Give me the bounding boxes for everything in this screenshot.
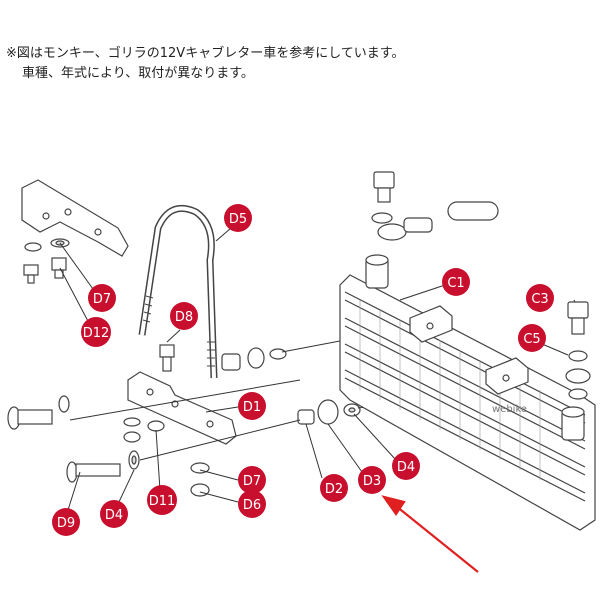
- callout-d3: D3: [358, 466, 386, 494]
- callout-d7-bottom: D7: [238, 466, 266, 494]
- svg-text:D7: D7: [93, 292, 111, 307]
- callout-d4-left: D4: [100, 500, 128, 528]
- svg-text:D4: D4: [105, 508, 123, 523]
- note-line-2: 車種、年式により、取付が異なります。: [22, 66, 254, 81]
- lower-spacers: [297, 399, 361, 425]
- callout-c5: C5: [518, 324, 546, 352]
- callout-c1: C1: [442, 268, 470, 296]
- callout-d1: D1: [238, 392, 266, 420]
- svg-text:C1: C1: [447, 276, 464, 291]
- svg-text:D11: D11: [149, 494, 176, 509]
- callout-d7-top: D7: [88, 284, 116, 312]
- upper-spacers: [221, 347, 287, 371]
- callout-d2: D2: [320, 474, 348, 502]
- svg-text:D12: D12: [83, 326, 110, 341]
- upper-washers: [24, 238, 70, 252]
- lower-bracket: [127, 371, 237, 445]
- svg-text:C3: C3: [531, 292, 548, 307]
- right-banjo-fitting: [565, 301, 591, 400]
- upper-bracket: [21, 179, 129, 257]
- long-bolt-upper: [7, 395, 70, 430]
- bracket-hardware: [123, 417, 210, 497]
- note-line-1: ※図はモンキー、ゴリラの12Vキャブレター車を参考にしています。: [6, 46, 405, 61]
- svg-text:D6: D6: [243, 498, 261, 513]
- svg-text:D9: D9: [57, 516, 75, 531]
- svg-text:D2: D2: [325, 482, 343, 497]
- svg-text:C5: C5: [523, 332, 540, 347]
- upper-bolts: [23, 257, 67, 284]
- callout-d6: D6: [238, 490, 266, 518]
- svg-text:D3: D3: [363, 474, 381, 489]
- svg-text:D7: D7: [243, 474, 261, 489]
- svg-text:D5: D5: [229, 212, 247, 227]
- bolt-d9: [66, 450, 140, 483]
- pointer-arrow: [381, 495, 479, 573]
- callout-d4-right: D4: [392, 452, 420, 480]
- svg-text:D4: D4: [397, 460, 415, 475]
- callout-d8: D8: [170, 302, 198, 330]
- callout-d12: D12: [81, 317, 111, 347]
- callout-d9: D9: [52, 508, 80, 536]
- oil-cooler-core: [339, 254, 596, 531]
- u-bolt: [138, 205, 218, 379]
- svg-text:D8: D8: [175, 310, 193, 325]
- callout-d11: D11: [147, 485, 177, 515]
- watermark: webike: [492, 404, 527, 415]
- svg-text:D1: D1: [243, 400, 261, 415]
- callout-d5: D5: [224, 204, 252, 232]
- small-bolt-d8: [159, 344, 175, 372]
- top-banjo-fitting: [371, 171, 499, 241]
- callout-c3: C3: [526, 284, 554, 312]
